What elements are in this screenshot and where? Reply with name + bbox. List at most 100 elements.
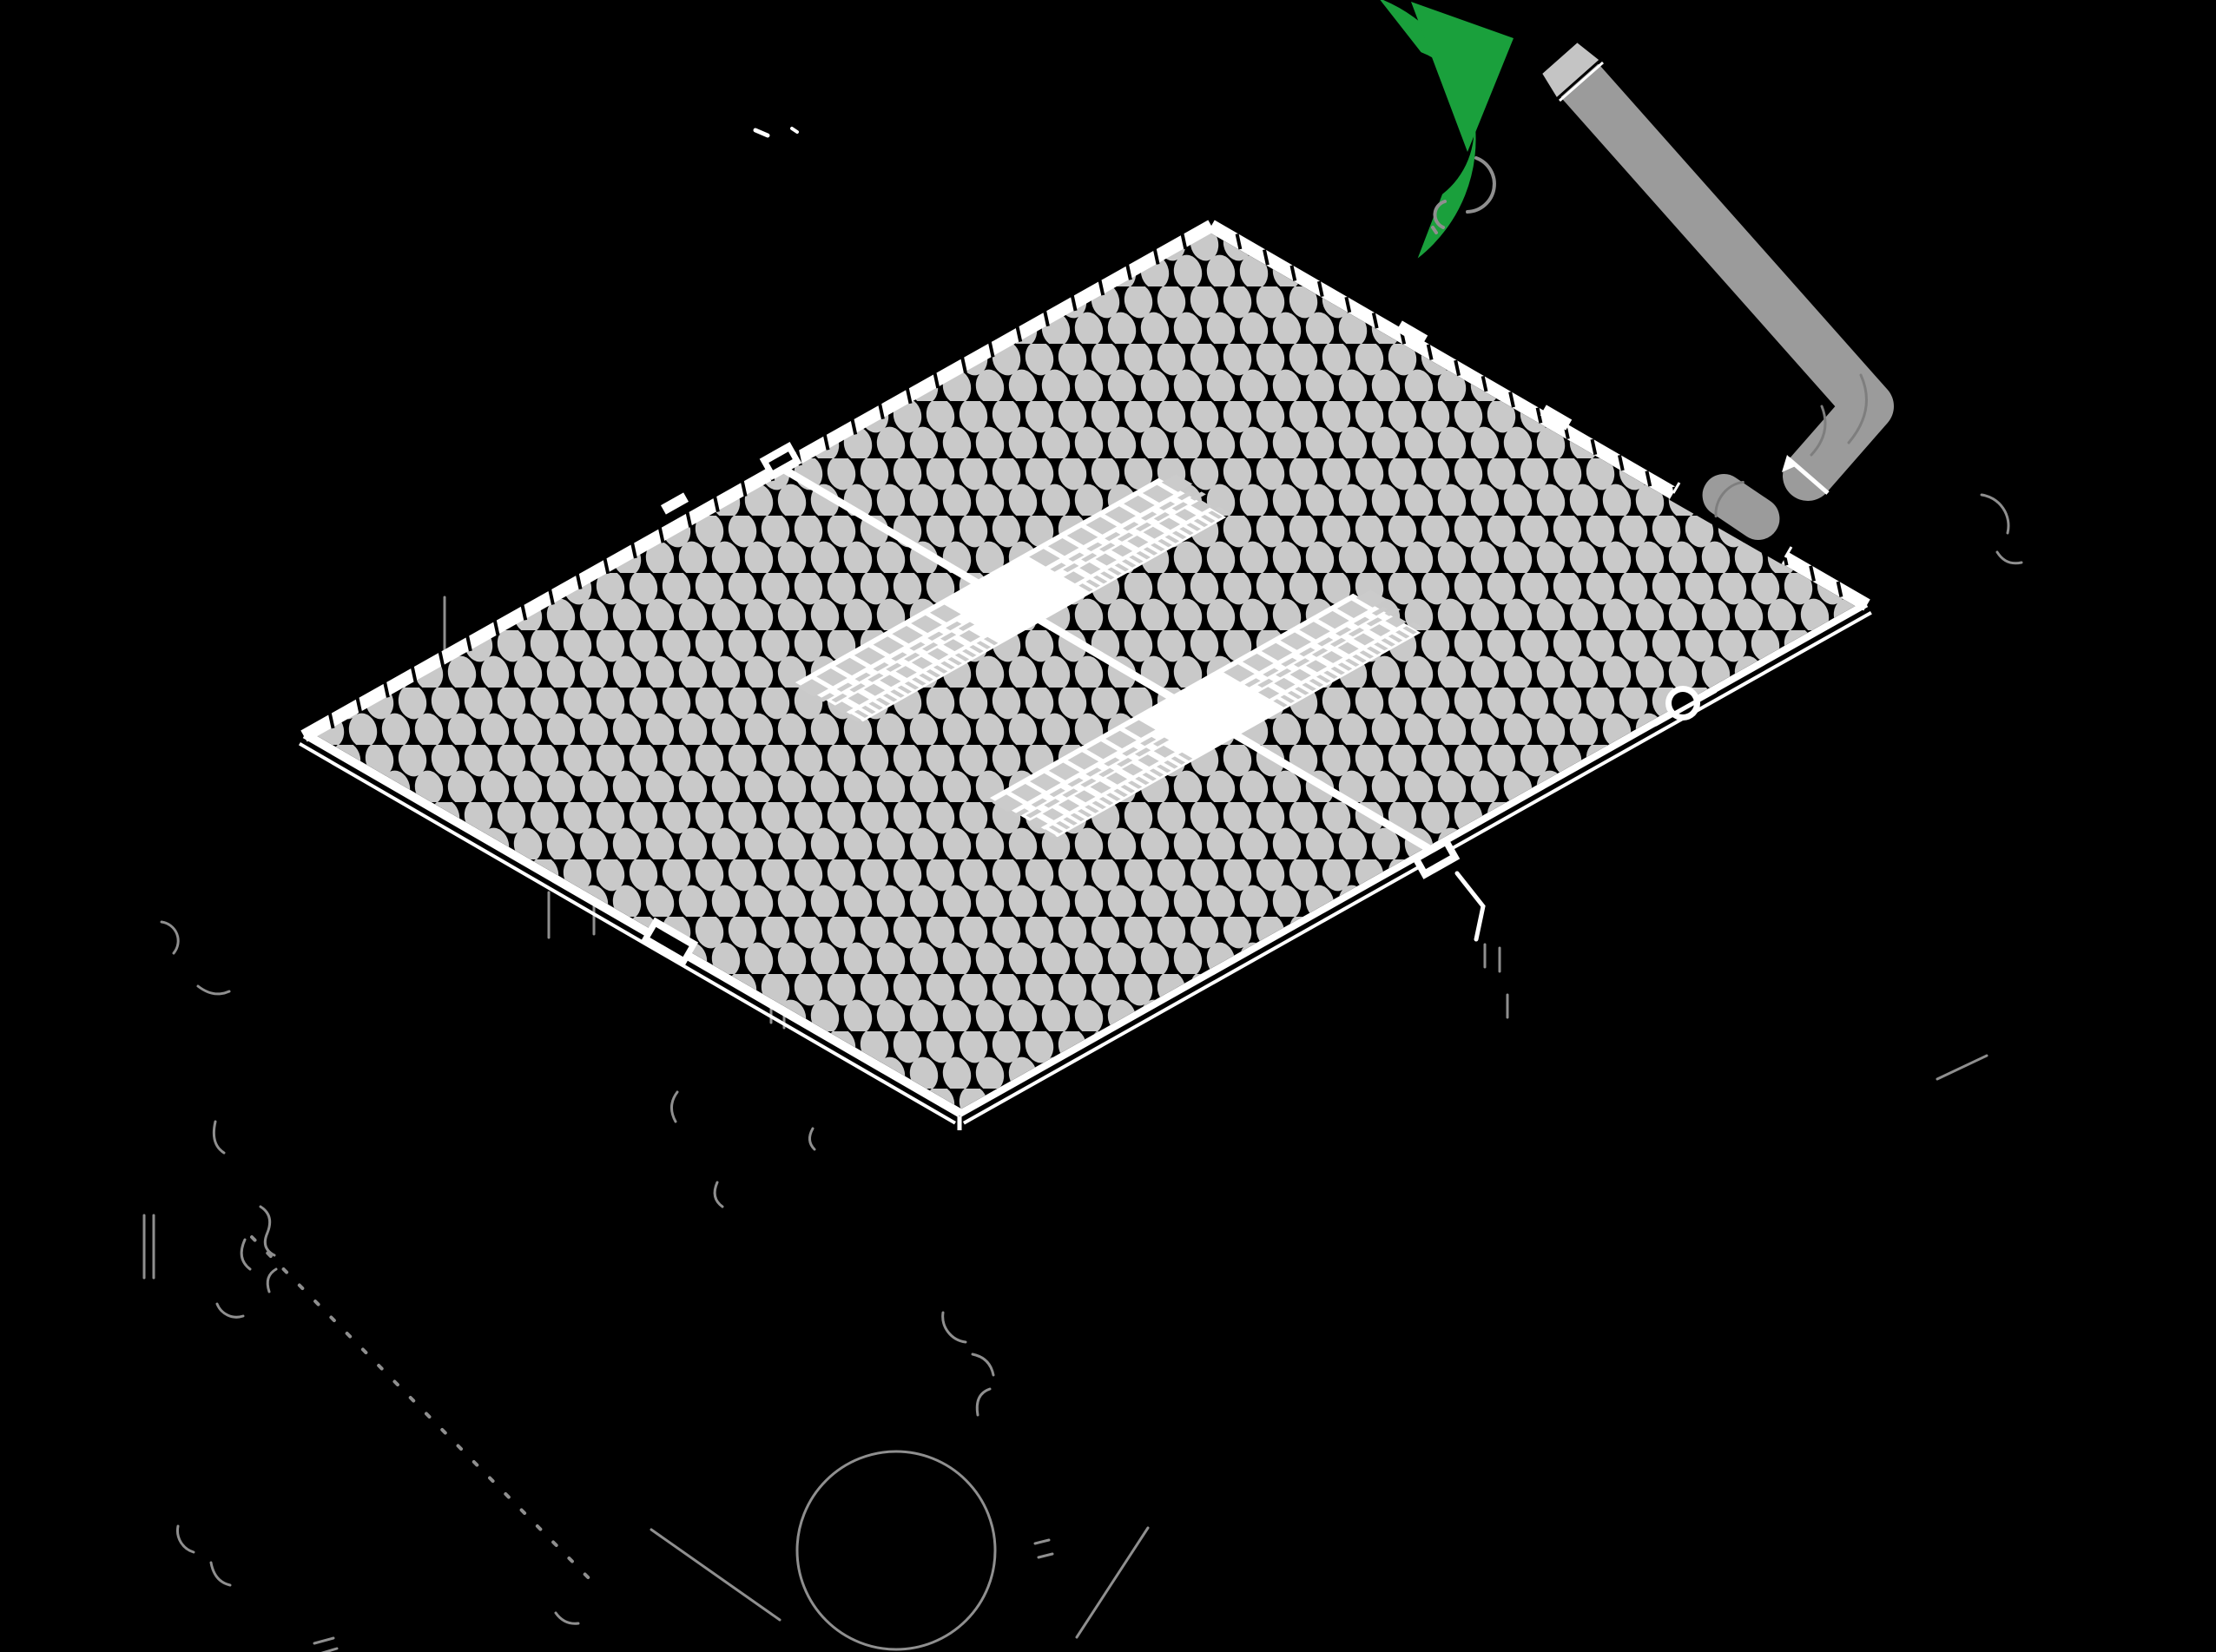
label-glyph [1208, 510, 1223, 519]
label-glyph [1085, 517, 1118, 535]
label-glyph [1388, 634, 1403, 643]
chassis-fragment [554, 1611, 580, 1625]
notch-edge-line [1653, 688, 1718, 727]
tab-slot [768, 451, 793, 471]
edge-tick [1454, 359, 1461, 377]
label-glyph [1058, 799, 1080, 812]
pocket-edge-tick [1784, 546, 1793, 558]
edge-tick [438, 650, 445, 668]
label-glyph [946, 621, 962, 631]
cover-seam [783, 467, 1434, 853]
label-glyph [1366, 617, 1382, 627]
label-glyph [1186, 523, 1201, 531]
serrated-edge-band [300, 220, 1215, 742]
edge-tick [1235, 233, 1243, 250]
label-glyph [1164, 760, 1178, 769]
label-glyph [1395, 629, 1410, 639]
bottom-left-edge-tab [640, 917, 699, 967]
chassis-fragment [1075, 1526, 1150, 1639]
handle-bar [1557, 58, 1894, 501]
label-glyph [933, 665, 948, 674]
label-glyph [1302, 682, 1316, 692]
seam-notch-tab [1410, 836, 1461, 879]
label-glyph [1323, 670, 1338, 680]
chassis-fragment [215, 1302, 245, 1319]
label-glyph [847, 692, 869, 705]
label-glyph [1030, 773, 1061, 792]
edge-tick [905, 387, 913, 405]
edge-tick [1590, 438, 1598, 456]
label-glyph [1316, 675, 1331, 683]
rotate-arrow-icon [1380, 0, 1514, 259]
label-glyph [1081, 553, 1098, 563]
seam-latch-tab [759, 441, 802, 481]
chassis-fragment [212, 1120, 226, 1155]
chassis-fragment [1936, 1054, 1988, 1081]
chassis-fragment [196, 984, 231, 996]
edge-tick [657, 527, 665, 543]
label-glyph [1242, 653, 1274, 672]
edge-tick [548, 589, 555, 605]
label-glyph [1092, 575, 1108, 584]
edge-tick [960, 357, 967, 373]
edge-tick [1070, 294, 1078, 312]
label-glyph [1171, 530, 1187, 540]
label-glyph [1353, 633, 1375, 646]
label-glyph [1352, 654, 1367, 663]
label-glyph [976, 641, 992, 649]
label-glyph [854, 709, 869, 719]
label-glyph [1129, 555, 1144, 564]
service-label-strip-1 [795, 474, 1230, 722]
label-glyph [1106, 793, 1121, 801]
label-glyph [1050, 563, 1066, 572]
edge-tick [603, 557, 610, 575]
label-glyph [954, 653, 970, 661]
chassis-fragment [713, 1181, 724, 1208]
label-glyph [1215, 506, 1230, 516]
semicircle-notch-hole [1672, 692, 1694, 714]
edge-tick [1263, 249, 1270, 266]
label-glyph [1309, 678, 1324, 688]
label-glyph [1063, 571, 1085, 584]
edge-tick [1426, 344, 1434, 360]
label-glyph [1044, 799, 1060, 808]
label-glyph [882, 693, 898, 702]
label-glyph [1337, 642, 1359, 655]
label-glyph [1113, 788, 1128, 798]
edge-tick [383, 681, 390, 698]
edge-tick [1043, 310, 1050, 327]
label-glyph [867, 673, 884, 682]
rotate-arrow-head [1411, 2, 1514, 152]
label-glyph [1140, 736, 1157, 747]
top-cover [298, 220, 1872, 1130]
top-right-edge-tab [1540, 405, 1573, 431]
label-glyph [1143, 547, 1158, 556]
label-glyph [1193, 518, 1209, 528]
label-glyph [1317, 637, 1334, 647]
edge-tick [492, 620, 500, 636]
label-glyph [892, 625, 923, 644]
label-glyph [1140, 511, 1157, 521]
label-glyph [1164, 535, 1180, 543]
label-glyph [1127, 780, 1143, 789]
label-glyph [940, 632, 957, 642]
latch-pivot-dot [1431, 226, 1438, 234]
label-glyph [890, 689, 905, 698]
label-glyph [1063, 817, 1078, 826]
label-glyph [1223, 664, 1255, 682]
label-glyph [1067, 752, 1099, 770]
label-glyph [1105, 730, 1137, 749]
label-glyph [1117, 758, 1133, 767]
label-glyph [1158, 517, 1181, 530]
label-glyph [1355, 589, 1388, 608]
label-glyph [816, 668, 847, 687]
label-glyph [861, 705, 876, 714]
label-glyph [1095, 553, 1117, 566]
label-glyph [1359, 650, 1375, 659]
label-glyph [1098, 796, 1114, 806]
label-glyph [1134, 747, 1151, 757]
label-glyph [1123, 522, 1139, 531]
label-glyph [1120, 784, 1136, 793]
edge-tick [355, 697, 363, 714]
label-glyph [1063, 563, 1079, 573]
